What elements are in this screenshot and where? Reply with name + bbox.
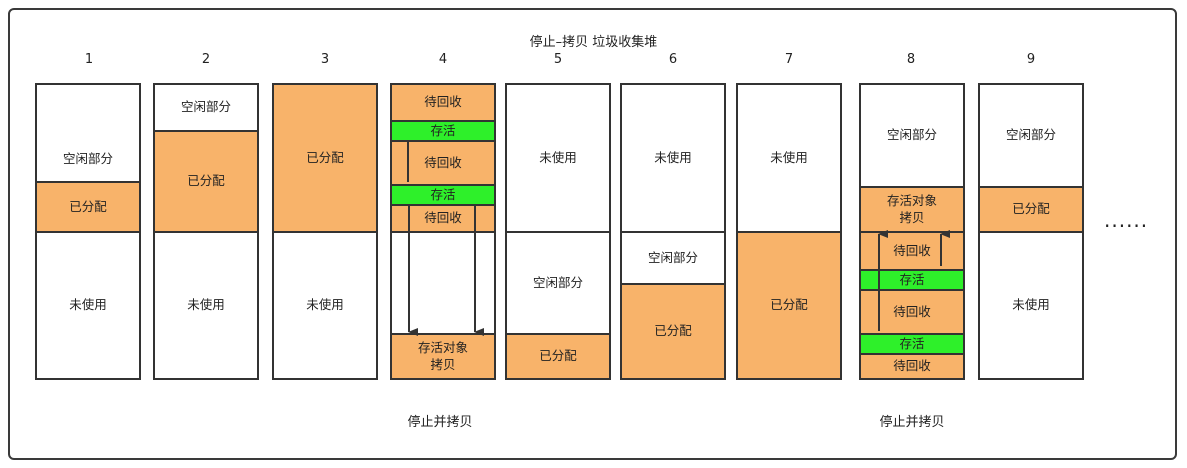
column-number-2: 2	[201, 52, 211, 67]
segment-alive-copy: 存活对象 拷贝	[392, 335, 494, 378]
segment-alive: 存活	[392, 120, 494, 142]
segment-free: 空闲部分	[622, 233, 724, 285]
segment-to-collect: 待回收	[861, 233, 963, 269]
segment-allocated: 已分配	[738, 233, 840, 378]
segment-to-collect: 待回收	[861, 355, 963, 378]
segment-alive: 存活	[392, 184, 494, 206]
segment-to-collect: 待回收	[861, 291, 963, 333]
heap-column-8: 空闲部分 存活对象 拷贝 待回收 存活 待回收 存活 待回收	[859, 83, 965, 380]
caption-stop-and-copy-1: 停止并拷贝	[407, 415, 473, 430]
segment-alive: 存活	[861, 333, 963, 355]
diagram-title: 停止–拷贝 垃圾收集堆	[529, 35, 658, 50]
column-number-9: 9	[1026, 52, 1036, 67]
ellipsis: ······	[1104, 214, 1149, 238]
segment-unused: 未使用	[980, 233, 1082, 378]
segment-to-collect: 待回收	[392, 142, 494, 184]
segment-alive-copy: 存活对象 拷贝	[861, 188, 963, 233]
segment-alive: 存活	[861, 269, 963, 291]
heap-column-1: 空闲部分 已分配 未使用	[35, 83, 141, 380]
caption-stop-and-copy-2: 停止并拷贝	[879, 415, 945, 430]
segment-allocated: 已分配	[274, 85, 376, 233]
segment-free: 空闲部分	[861, 85, 963, 188]
segment-unused: 未使用	[738, 85, 840, 233]
segment-free: 空闲部分	[980, 85, 1082, 188]
heap-column-3: 已分配 未使用	[272, 83, 378, 380]
segment-unused: 未使用	[507, 85, 609, 233]
column-number-4: 4	[438, 52, 448, 67]
segment-free: 空闲部分	[155, 85, 257, 132]
segment-to-collect: 待回收	[392, 85, 494, 120]
segment-empty	[392, 233, 494, 335]
column-number-3: 3	[320, 52, 330, 67]
column-number-6: 6	[668, 52, 678, 67]
segment-allocated: 已分配	[622, 285, 724, 378]
column-number-7: 7	[784, 52, 794, 67]
heap-column-7: 未使用 已分配	[736, 83, 842, 380]
heap-column-2: 空闲部分 已分配 未使用	[153, 83, 259, 380]
segment-allocated: 已分配	[980, 188, 1082, 233]
heap-column-6: 未使用 空闲部分 已分配	[620, 83, 726, 380]
segment-free: 空闲部分	[37, 85, 139, 183]
column-number-1: 1	[84, 52, 94, 67]
segment-unused: 未使用	[274, 233, 376, 378]
heap-column-9: 空闲部分 已分配 未使用	[978, 83, 1084, 380]
segment-free: 空闲部分	[507, 233, 609, 335]
segment-allocated: 已分配	[507, 335, 609, 378]
segment-unused: 未使用	[155, 233, 257, 378]
column-number-8: 8	[906, 52, 916, 67]
segment-unused: 未使用	[622, 85, 724, 233]
segment-allocated: 已分配	[37, 183, 139, 233]
segment-unused: 未使用	[37, 233, 139, 378]
column-number-5: 5	[553, 52, 563, 67]
heap-column-4: 待回收 存活 待回收 存活 待回收 存活对象 拷贝	[390, 83, 496, 380]
segment-to-collect: 待回收	[392, 206, 494, 233]
segment-allocated: 已分配	[155, 132, 257, 233]
heap-column-5: 未使用 空闲部分 已分配	[505, 83, 611, 380]
